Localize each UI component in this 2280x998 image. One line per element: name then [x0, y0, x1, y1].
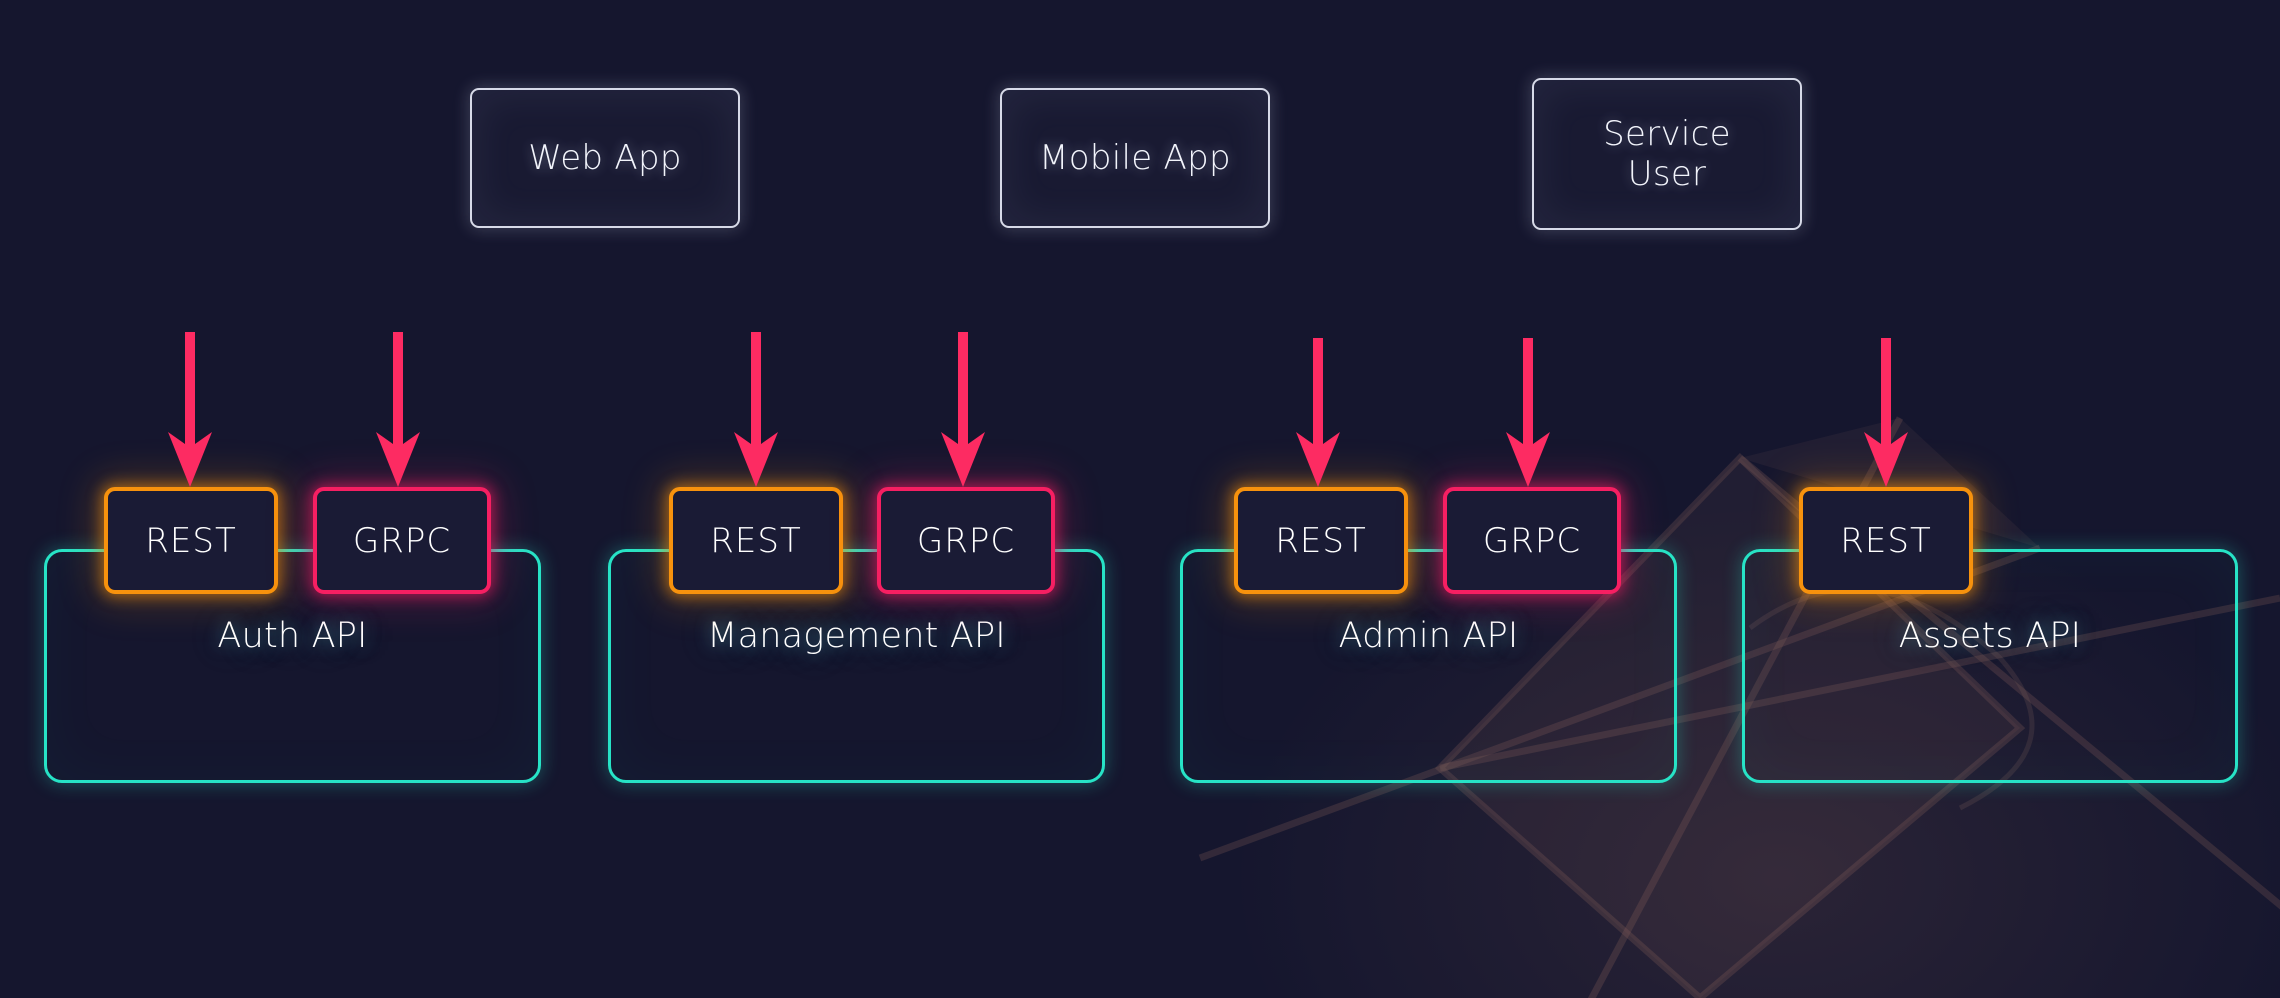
flow-arrow-auth-rest — [168, 332, 212, 487]
protocol-chip-assets-rest[interactable]: REST — [1799, 487, 1973, 594]
protocol-chip-auth-rest[interactable]: REST — [104, 487, 278, 594]
api-group-label-assets: Assets API — [1898, 616, 2082, 656]
protocol-label-assets-rest: REST — [1840, 520, 1932, 561]
client-label-service-user-line1: Service — [1603, 113, 1731, 154]
flow-arrow-admin-rest — [1296, 338, 1340, 487]
protocol-label-admin-rest: REST — [1275, 520, 1367, 561]
client-node-service-user[interactable]: Service User — [1532, 78, 1802, 230]
client-node-mobile-app[interactable]: Mobile App — [1000, 88, 1270, 228]
protocol-label-management-grpc: GRPC — [916, 520, 1016, 561]
protocol-label-auth-grpc: GRPC — [352, 520, 452, 561]
protocol-label-management-rest: REST — [710, 520, 802, 561]
client-label-service-user-line2: User — [1627, 154, 1707, 194]
protocol-chip-admin-grpc[interactable]: GRPC — [1443, 487, 1621, 594]
flow-arrow-management-rest — [734, 332, 778, 487]
api-group-label-auth: Auth API — [217, 616, 368, 656]
protocol-chip-auth-grpc[interactable]: GRPC — [313, 487, 491, 594]
client-label-service-user: Service User — [1603, 114, 1731, 194]
protocol-label-auth-rest: REST — [145, 520, 237, 561]
client-label-web-app: Web App — [528, 137, 682, 178]
flow-arrow-assets-rest — [1864, 338, 1908, 487]
api-group-admin[interactable]: Admin API — [1180, 549, 1677, 783]
api-group-management[interactable]: Management API — [608, 549, 1105, 783]
protocol-chip-management-rest[interactable]: REST — [669, 487, 843, 594]
protocol-chip-management-grpc[interactable]: GRPC — [877, 487, 1055, 594]
flow-arrow-admin-grpc — [1506, 338, 1550, 487]
flow-arrow-auth-grpc — [376, 332, 420, 487]
api-group-auth[interactable]: Auth API — [44, 549, 541, 783]
flow-arrow-management-grpc — [941, 332, 985, 487]
protocol-label-admin-grpc: GRPC — [1482, 520, 1582, 561]
protocol-chip-admin-rest[interactable]: REST — [1234, 487, 1408, 594]
client-label-mobile-app: Mobile App — [1039, 137, 1231, 178]
api-group-label-admin: Admin API — [1338, 616, 1519, 656]
api-group-assets[interactable]: Assets API — [1742, 549, 2238, 783]
client-node-web-app[interactable]: Web App — [470, 88, 740, 228]
api-group-label-management: Management API — [707, 616, 1006, 656]
